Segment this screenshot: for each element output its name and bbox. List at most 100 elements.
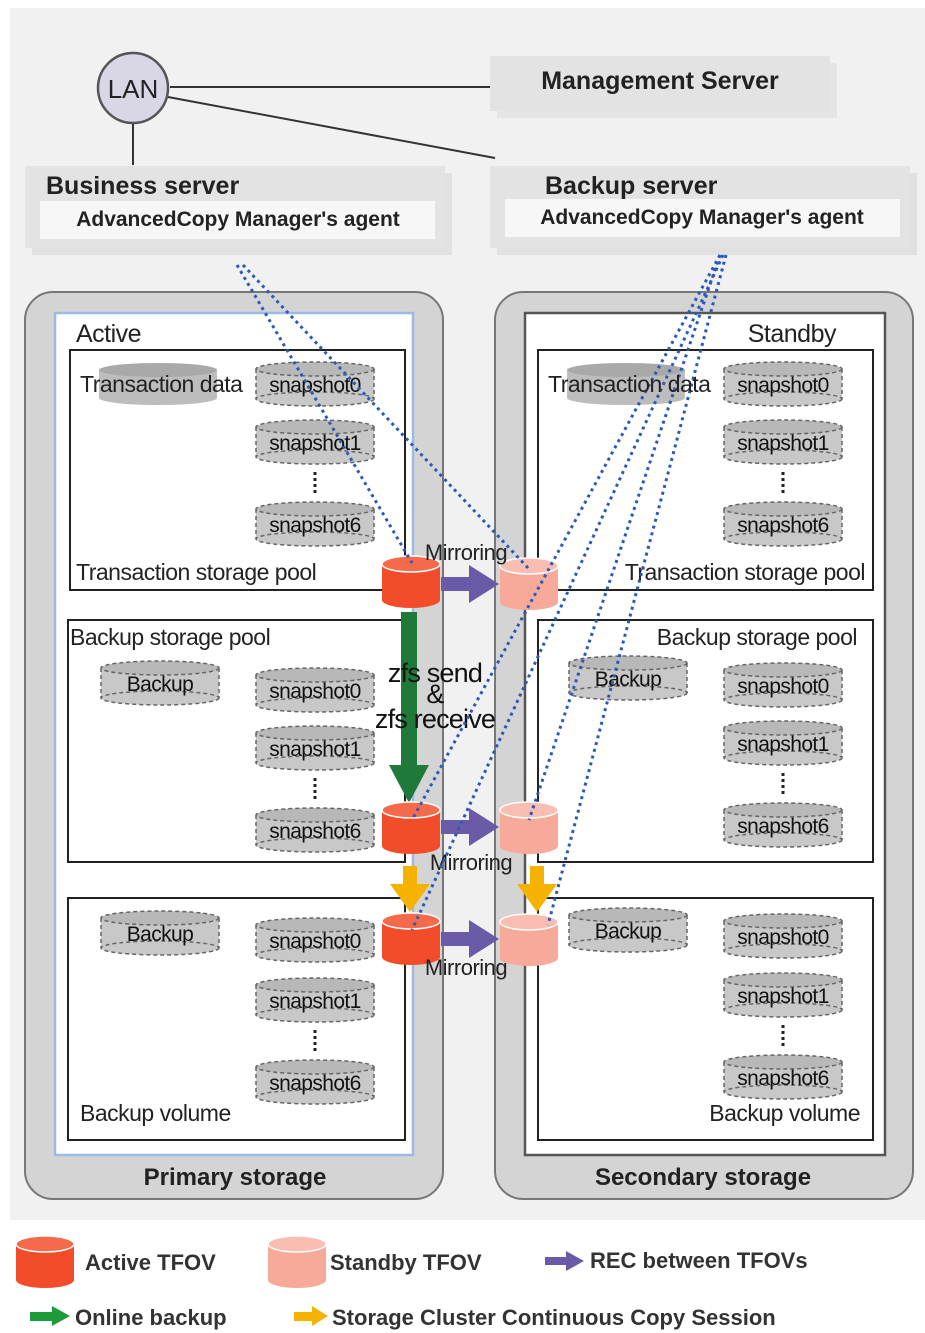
lan-links [132,86,496,165]
secondary-txn-snapshot1-label: snapshot1 [737,432,829,455]
secondary-txn-ellipsis [781,472,785,493]
primary-vol-ellipsis [313,1030,317,1051]
primary-transaction-data-label: Transaction data [80,371,243,397]
primary-bkp-snapshot0: snapshot0 [255,667,375,713]
active-tfov-backup-volume [381,912,441,965]
primary-vol-snapshot6-label: snapshot6 [269,1072,361,1095]
zfs-send-label: zfs send [388,658,482,688]
secondary-txn-snapshot1: snapshot1 [723,419,843,465]
secondary-bkp-snapshot0-label: snapshot0 [737,675,829,698]
business-agent-box [40,201,435,239]
mirroring-label-1: Mirroring [425,540,507,565]
primary-backup-pool-backup-label: Backup [127,673,193,696]
primary-txn-snapshot1: snapshot1 [255,419,375,465]
secondary-backup-pool-backup-label: Backup [595,668,661,691]
primary-bkp-snapshot0-label: snapshot0 [269,680,361,703]
secondary-txn-snapshot0: snapshot0 [723,361,843,407]
primary-bkp-snapshot6: snapshot6 [255,807,375,853]
secondary-backup-volume-backup-label: Backup [595,920,661,943]
agent-links [235,254,728,931]
business-server-title: Business server [46,172,239,200]
tfov-layer [381,555,559,966]
lan-icon [96,51,170,125]
active-label: Active [76,320,141,348]
secondary-vol-snapshot0: snapshot0 [723,913,843,959]
primary-storage-label: Primary storage [144,1164,327,1191]
primary-txn-ellipsis [313,472,317,493]
lan-label: LAN [108,74,159,104]
secondary-vol-snapshot0-label: snapshot0 [737,926,829,949]
zfs-amp-label: & [426,679,444,709]
rec-arrow-backup-pool [441,808,499,846]
secondary-bkp-ellipsis [781,773,785,794]
business-agent-label: AdvancedCopy Manager's agent [76,208,400,231]
secondary-backup-volume-label: Backup volume [709,1100,860,1126]
legend: Active TFOV Standby TFOV REC between TFO… [15,1235,808,1330]
primary-vol-snapshot0-label: snapshot0 [269,930,361,953]
secondary-vol-ellipsis [781,1025,785,1046]
backup-agent-label: AdvancedCopy Manager's agent [540,206,864,229]
standby-tfov-transaction [499,557,559,610]
legend-standby-tfov-label: Standby TFOV [330,1250,482,1275]
primary-backup-pool-label: Backup storage pool [70,624,270,650]
mirroring-label-2: Mirroring [430,850,512,875]
legend-standby-tfov-icon [267,1235,327,1288]
secondary-backup-pool-backup: Backup [568,655,688,701]
secondary-bkp-snapshot6: snapshot6 [723,802,843,848]
secondary-txn-snapshot6-label: snapshot6 [737,514,829,537]
legend-online-backup-arrow [30,1306,70,1326]
secondary-backup-pool-label: Backup storage pool [657,624,857,650]
backup-agent-box [505,199,900,237]
secondary-transaction-pool-label: Transaction storage pool [625,559,865,585]
secondary-vol-snapshot6-label: snapshot6 [737,1067,829,1090]
legend-cluster-copy-label: Storage Cluster Continuous Copy Session [332,1305,776,1330]
rec-arrow-transaction [441,565,499,603]
secondary-vol-snapshot6: snapshot6 [723,1054,843,1100]
secondary-bkp-snapshot0: snapshot0 [723,662,843,708]
legend-cluster-copy-arrow [294,1306,328,1326]
secondary-bkp-snapshot1: snapshot1 [723,720,843,766]
primary-txn-snapshot0-label: snapshot0 [269,374,361,397]
mirroring-label-3: Mirroring [425,955,507,980]
legend-rec-arrow [545,1251,584,1271]
primary-vol-snapshot1-label: snapshot1 [269,990,361,1013]
primary-backup-volume-label: Backup volume [80,1100,231,1126]
standby-label: Standby [748,320,837,348]
primary-backup-volume-backup-label: Backup [127,923,193,946]
primary-vol-snapshot1: snapshot1 [255,977,375,1023]
secondary-vol-snapshot1: snapshot1 [723,972,843,1018]
primary-backup-pool-backup: Backup [100,660,220,706]
primary-vol-snapshot6: snapshot6 [255,1059,375,1105]
primary-bkp-ellipsis [313,778,317,799]
legend-active-tfov-icon [15,1235,75,1288]
disk-layer: snapshot0 snapshot1 snapshot6 snapshot0 snap… [99,361,843,1105]
secondary-txn-snapshot0-label: snapshot0 [737,374,829,397]
primary-transaction-data-disk [99,363,217,405]
legend-rec-label: REC between TFOVs [590,1248,808,1273]
primary-txn-snapshot6: snapshot6 [255,501,375,547]
primary-bkp-snapshot1-label: snapshot1 [269,738,361,761]
management-server-label: Management Server [541,67,779,95]
primary-txn-snapshot6-label: snapshot6 [269,514,361,537]
primary-vol-snapshot0: snapshot0 [255,917,375,963]
secondary-bkp-snapshot1-label: snapshot1 [737,733,829,756]
secondary-storage-label: Secondary storage [595,1164,811,1191]
cluster-copy-arrow-primary [390,866,430,912]
primary-bkp-snapshot6-label: snapshot6 [269,820,361,843]
secondary-transaction-data-label: Transaction data [548,371,711,397]
legend-online-backup-label: Online backup [75,1305,227,1330]
primary-transaction-pool-label: Transaction storage pool [76,559,316,585]
standby-tfov-backup-volume [499,913,559,966]
secondary-backup-volume-backup: Backup [568,907,688,953]
primary-txn-snapshot1-label: snapshot1 [269,432,361,455]
rec-arrow-backup-volume [441,920,499,958]
cluster-copy-arrow-secondary [517,866,557,912]
primary-backup-volume-backup: Backup [100,910,220,956]
primary-bkp-snapshot1: snapshot1 [255,725,375,771]
zfs-receive-label: zfs receive [375,704,495,734]
legend-active-tfov-label: Active TFOV [85,1250,216,1275]
standby-tfov-backup-pool [499,801,559,854]
secondary-bkp-snapshot6-label: snapshot6 [737,815,829,838]
secondary-vol-snapshot1-label: snapshot1 [737,985,829,1008]
online-backup-arrow [389,612,429,803]
